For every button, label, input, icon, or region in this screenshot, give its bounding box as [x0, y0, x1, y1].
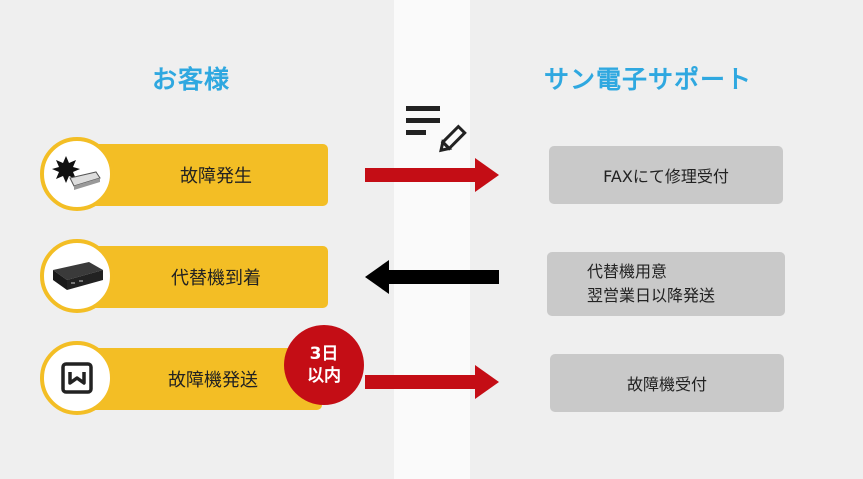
step-send-label: 故障機発送 — [168, 370, 258, 391]
within-3-days-badge: 3日 以内 — [284, 325, 364, 405]
shipping-box-icon — [40, 341, 114, 415]
arrow-right-1 — [365, 158, 499, 192]
support-box-fax-label: FAXにて修理受付 — [603, 167, 729, 186]
support-box-replacement-line2: 翌営業日以降発送 — [587, 286, 716, 305]
support-title: サン電子サポート — [544, 65, 753, 94]
arrow-right-2 — [365, 365, 499, 399]
badge-line1: 3日 — [309, 344, 339, 364]
step-replacement-label: 代替機到着 — [171, 268, 261, 289]
support-box-fax: FAXにて修理受付 — [549, 146, 783, 204]
badge-line2: 以内 — [307, 366, 341, 386]
customer-title: お客様 — [152, 65, 231, 94]
step-send-broken: 故障機発送 — [90, 348, 322, 410]
support-box-replacement-line1: 代替機用意 — [587, 262, 668, 281]
arrow-left — [365, 260, 499, 294]
device-icon — [40, 239, 114, 313]
support-box-receipt: 故障機受付 — [550, 354, 784, 412]
step-failure: 故障発生 — [90, 144, 328, 206]
support-box-receipt-label: 故障機受付 — [626, 375, 707, 394]
step-failure-label: 故障発生 — [180, 166, 252, 187]
center-divider — [394, 0, 470, 479]
step-replacement-arrival: 代替機到着 — [90, 246, 328, 308]
support-box-replacement: 代替機用意 翌営業日以降発送 — [547, 252, 785, 316]
broken-device-icon — [40, 137, 114, 211]
memo-edit-icon — [406, 106, 467, 153]
